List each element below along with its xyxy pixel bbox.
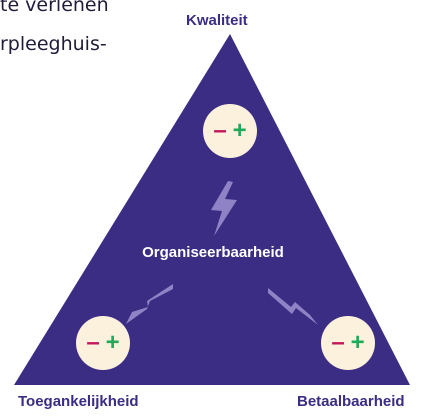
plus-icon: +	[105, 329, 120, 356]
minus-icon: –	[331, 329, 345, 356]
lightning-bolt-icon-top	[211, 181, 237, 236]
corner-label-toegankelijkheid: Toegankelijkheid	[18, 393, 139, 410]
text-fragment-line-2: rpleeghuis-	[0, 33, 107, 55]
plus-icon: +	[232, 117, 247, 144]
plus-minus-badge-right: – +	[321, 316, 375, 370]
center-label: Organiseerbaarheid	[142, 244, 284, 261]
lightning-bolt-icon-left	[126, 284, 173, 324]
plus-icon: +	[350, 329, 365, 356]
plus-minus-badge-left: – +	[76, 316, 130, 370]
minus-icon: –	[213, 117, 227, 144]
text-fragment-line-1: te verlenen	[0, 0, 109, 16]
corner-label-betaalbaarheid: Betaalbaarheid	[297, 393, 405, 410]
lightning-bolt-icon-right	[268, 288, 318, 325]
corner-label-kwaliteit: Kwaliteit	[186, 12, 248, 29]
minus-icon: –	[86, 329, 100, 356]
plus-minus-badge-top: – +	[203, 104, 257, 158]
